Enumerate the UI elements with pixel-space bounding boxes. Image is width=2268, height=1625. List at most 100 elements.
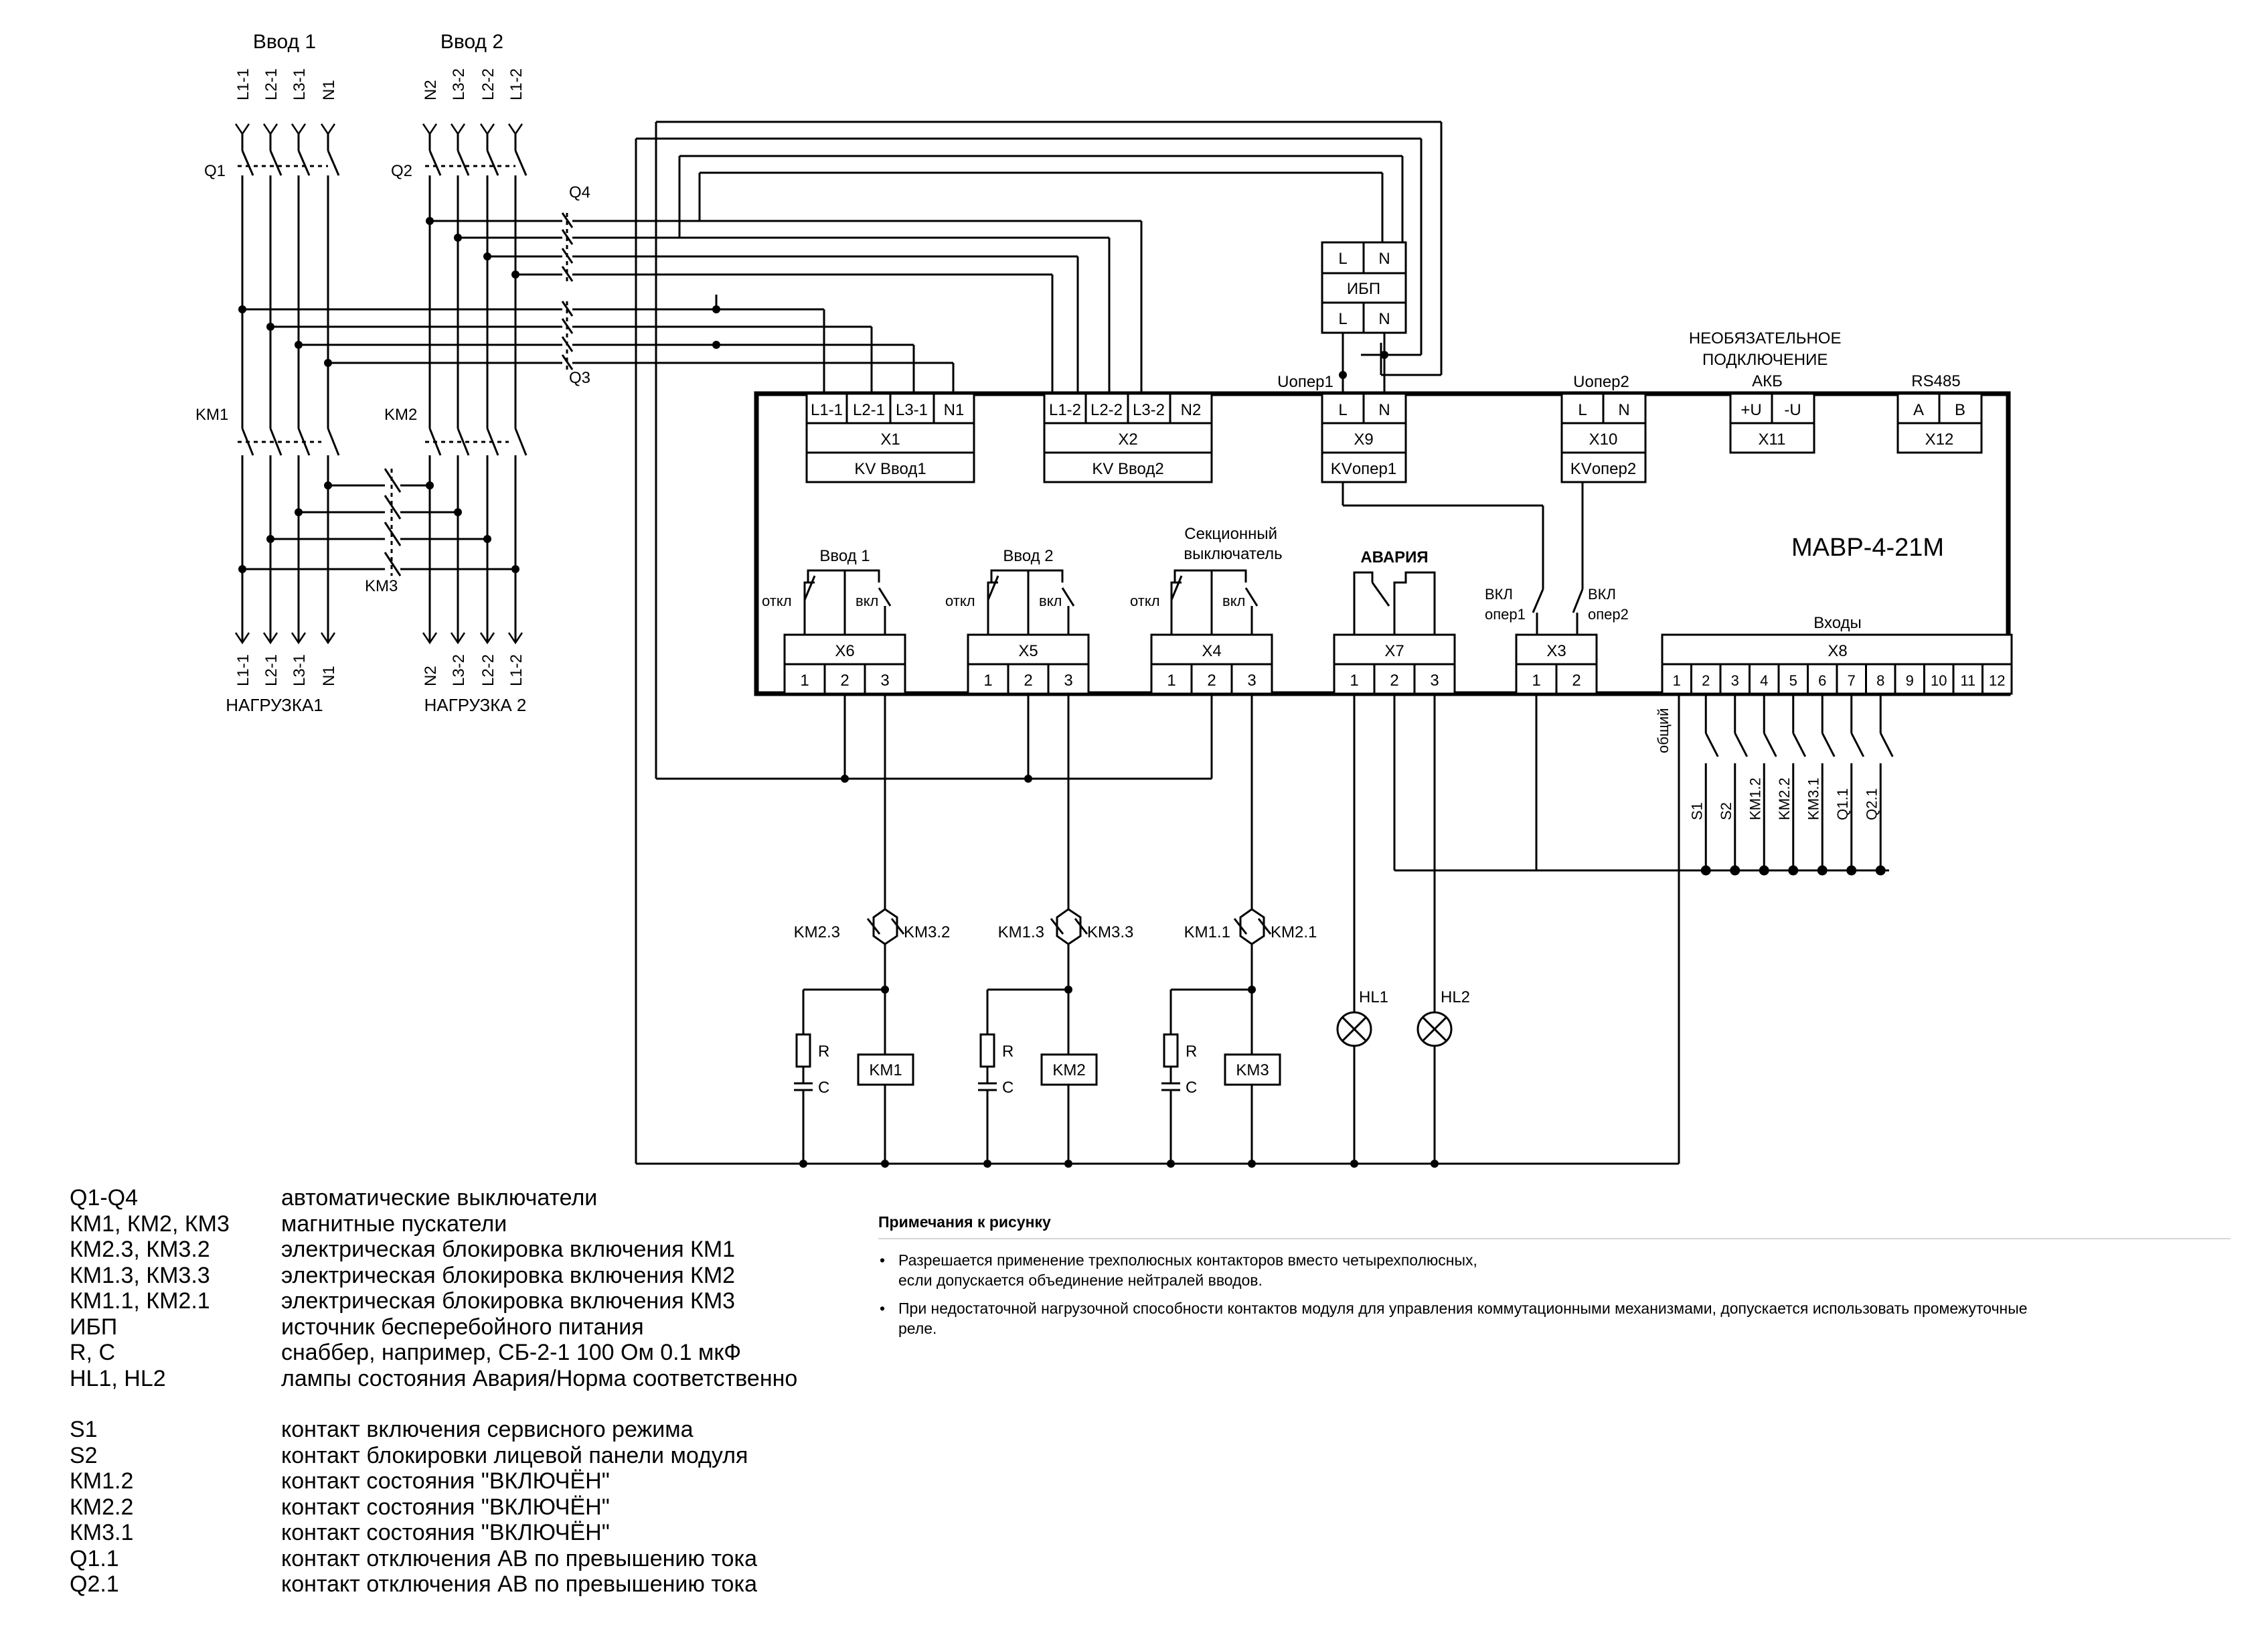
legend-text: контакт отключения АВ по превышению тока: [281, 1571, 757, 1597]
control-return-loops: [635, 122, 1213, 1164]
x5-on-label: вкл: [1039, 593, 1062, 609]
x8-pin: 11: [1960, 672, 1975, 689]
x6-pin: 2: [840, 672, 849, 690]
x1-pin: L1-1: [811, 401, 843, 419]
coil-label: KM2: [1052, 1061, 1085, 1079]
wiring-diagram: Ввод 1 Ввод 2 L1-1 L2-1 L3-1 N1 N2 L3-2 …: [195, 31, 2013, 1168]
resistor-label: R: [818, 1042, 829, 1061]
power-junction-dots: [238, 217, 720, 573]
input1-title: Ввод 1: [253, 31, 316, 53]
x8-pin: 4: [1760, 672, 1768, 689]
x11-header: НЕОБЯЗАТЕЛЬНОЕ ПОДКЛЮЧЕНИЕ АКБ: [1689, 329, 1846, 390]
interlock-km2: KM1.3 KM3.3 KM2: [987, 897, 1133, 1164]
legend-code: КМ2.2: [70, 1494, 134, 1520]
x8-input-label: KM3.1: [1805, 777, 1821, 820]
input2-phase-labels: N2 L3-2 L2-2 L1-2: [422, 68, 525, 100]
x12-pin: B: [1955, 401, 1965, 419]
x4-name: X4: [1202, 642, 1221, 660]
q2-label: Q2: [391, 162, 412, 180]
capacitor-label: C: [1002, 1079, 1014, 1097]
legend-text: электрическая блокировка включения КМ3: [281, 1288, 736, 1314]
interlock-left-label: KM2.3: [794, 923, 840, 941]
x1-name: X1: [880, 431, 900, 449]
x3-switch1-label: ВКЛ опер1: [1485, 586, 1526, 623]
phase-label: L2-1: [262, 654, 280, 686]
km3-label: KM3: [365, 577, 398, 595]
x8-common-label: общий: [1655, 708, 1672, 753]
junction-dot: [1730, 865, 1740, 876]
load2-label: НАГРУЗКА 2: [424, 695, 527, 715]
q1-label: Q1: [204, 162, 226, 180]
terminal-x6: Ввод 1 откл вкл X6 1 2 3: [762, 547, 906, 695]
legend-text: электрическая блокировка включения КМ2: [281, 1262, 736, 1288]
legend-text: снаббер, например, СБ-2-1 100 Ом 0.1 мкФ: [281, 1340, 742, 1365]
x2-pin: L3-2: [1133, 401, 1165, 419]
x7-name: X7: [1384, 642, 1404, 660]
x12-header: RS485: [1911, 372, 1960, 390]
power-lines-input1: [238, 134, 340, 643]
x8-pin: 6: [1818, 672, 1826, 689]
input2-title: Ввод 2: [440, 31, 503, 53]
phase-label: N1: [320, 666, 338, 686]
x11-name: X11: [1759, 431, 1786, 449]
legend-code: HL1, HL2: [70, 1365, 166, 1391]
legend-text: электрическая блокировка включения КМ1: [281, 1237, 736, 1262]
km1-label: KM1: [195, 406, 228, 424]
ups-pin-n-bottom: N: [1378, 310, 1390, 328]
legend-code: КМ1.3, КМ3.3: [70, 1262, 210, 1288]
note-text: При недостаточной нагрузочной способност…: [898, 1300, 2028, 1337]
terminal-x1: L1-1 L2-1 L3-1 N1 X1 KV Ввод1: [805, 392, 975, 483]
q3-branch-lines: [242, 221, 1143, 394]
phase-label: L3-2: [450, 68, 468, 100]
legend-text: автоматические выключатели: [281, 1185, 598, 1211]
legend-code: R, C: [70, 1340, 115, 1365]
x6-on-label: вкл: [856, 593, 878, 609]
junction-dot: [1024, 775, 1032, 783]
x8-input-label: KM1.2: [1747, 777, 1763, 820]
capacitor-label: C: [818, 1079, 829, 1097]
note-item: Разрешается применение трехполюсных конт…: [878, 1250, 2231, 1290]
x10-name: X10: [1589, 431, 1618, 449]
legend-text: контакт состояния "ВКЛЮЧЁН": [281, 1468, 610, 1494]
phase-label: L3-1: [291, 654, 309, 686]
coil-label: KM3: [1236, 1061, 1269, 1079]
x10-label: KVопер2: [1570, 460, 1636, 478]
x8-input-label: Q2.1: [1863, 788, 1880, 820]
load2-phase-labels: N2 L3-2 L2-2 L1-2: [422, 654, 525, 686]
x3-switch2-label: ВКЛ опер2: [1588, 586, 1629, 623]
junction-dot: [1846, 865, 1857, 876]
phase-label: L1-1: [234, 68, 252, 100]
interlock-km3: KM1.1 KM2.1 KM3: [1171, 897, 1317, 1164]
ups-pin-n-top: N: [1378, 250, 1390, 268]
legend-row: КМ1.3, КМ3.3 электрическая блокировка вкл…: [70, 1263, 906, 1289]
legend-text: источник бесперебойного питания: [281, 1314, 644, 1340]
interlock-right-label: KM2.1: [1271, 923, 1317, 941]
km2-label: KM2: [384, 406, 417, 424]
junction-dot: [1875, 865, 1886, 876]
input-return-bus: [1393, 694, 1889, 872]
legend-code: КМ1.2: [70, 1468, 134, 1494]
legend-text: контакт блокировки лицевой панели модуля: [281, 1442, 748, 1468]
interlock-right-label: KM3.3: [1087, 923, 1133, 941]
interlock-left-label: KM1.1: [1184, 923, 1230, 941]
capacitor-label: C: [1186, 1079, 1197, 1097]
resistor-label: R: [1186, 1042, 1197, 1061]
x1-label: KV Ввод1: [854, 460, 926, 478]
x3-sw1-line: ВКЛ: [1485, 586, 1513, 603]
x3-pin: 2: [1572, 672, 1581, 690]
resistor-label: R: [1002, 1042, 1014, 1061]
junction-dot: [1817, 865, 1828, 876]
terminal-x2: L1-2 L2-2 L3-2 N2 X2 KV Ввод2: [1043, 392, 1213, 483]
x8-title: Входы: [1813, 614, 1862, 632]
kvoper-lines: [1342, 482, 1584, 589]
